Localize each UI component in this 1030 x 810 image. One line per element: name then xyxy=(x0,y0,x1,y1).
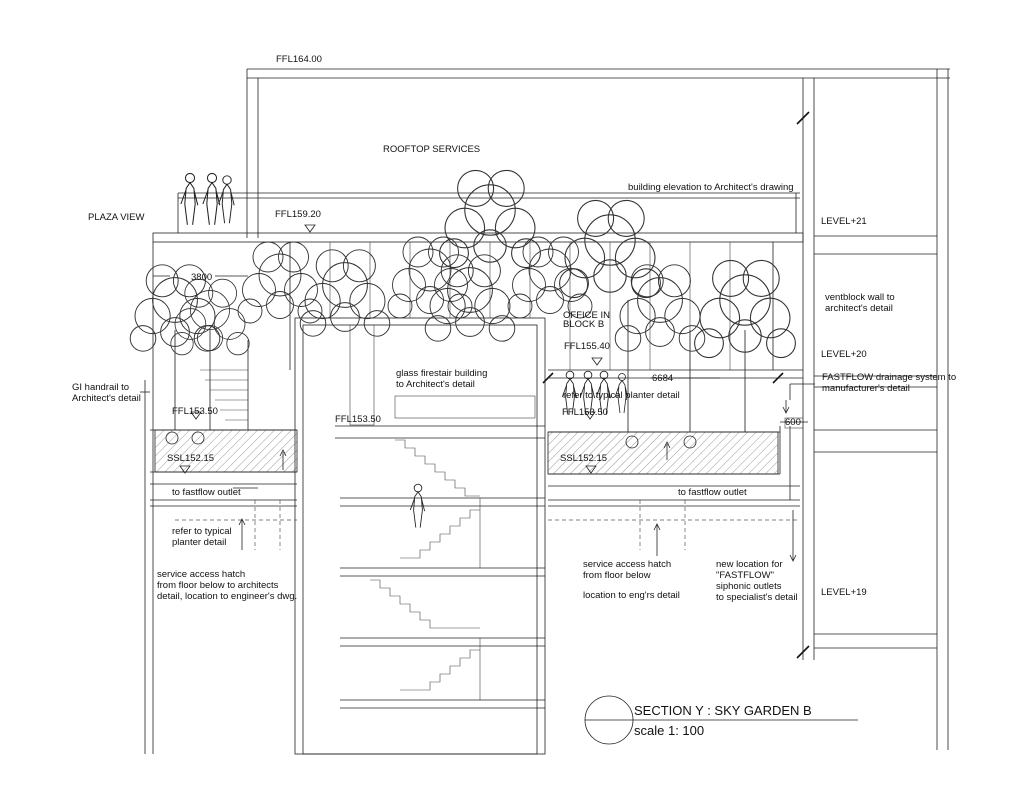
label-level-20: LEVEL+20 xyxy=(821,349,867,360)
label-new-loc-3: siphonic outlets xyxy=(716,581,782,592)
label-ffl-153-right: FFL153.50 xyxy=(562,407,608,418)
label-ventblock-2: architect's detail xyxy=(825,303,893,314)
building-structure xyxy=(246,68,950,750)
label-fastflow-2: manufacturer's detail xyxy=(822,383,910,394)
label-gi-1: GI handrail to xyxy=(72,382,129,393)
label-plaza-view: PLAZA VIEW xyxy=(88,212,145,223)
label-ssl-right: SSL152.15 xyxy=(560,453,607,464)
label-hatch-right-3: location to eng'rs detail xyxy=(583,590,680,601)
label-gi-2: Architect's detail xyxy=(72,393,141,404)
label-level-19: LEVEL+19 xyxy=(821,587,867,598)
label-level-21: LEVEL+21 xyxy=(821,216,867,227)
stair-core xyxy=(294,317,546,755)
section-title: SECTION Y : SKY GARDEN B xyxy=(634,703,812,718)
title-block: SECTION Y : SKY GARDEN B scale 1: 100 xyxy=(584,695,858,745)
label-building-elevation: building elevation to Architect's drawin… xyxy=(628,182,794,193)
tree-vegetation xyxy=(129,169,796,432)
roof-slab xyxy=(152,192,804,379)
label-ssl-left: SSL152.15 xyxy=(167,453,214,464)
left-planter xyxy=(140,242,298,754)
label-office-1: OFFICE IN xyxy=(563,310,610,321)
label-dim-3800: 3800 xyxy=(191,272,212,283)
label-glass-1: glass firestair building xyxy=(396,368,487,379)
label-ventblock-1: ventblock wall to xyxy=(825,292,895,303)
label-hatch-left-2: from floor below to architects xyxy=(157,580,279,591)
right-planter xyxy=(547,357,804,562)
label-ffl-155: FFL155.40 xyxy=(564,341,610,352)
label-refer-planter-left-1: refer to typical xyxy=(172,526,232,537)
label-hatch-left-3: detail, location to engineer's dwg. xyxy=(157,591,297,602)
section-scale: scale 1: 100 xyxy=(634,723,704,738)
leader-lines xyxy=(153,275,815,423)
label-new-loc-1: new location for xyxy=(716,559,783,570)
label-rooftop-services: ROOFTOP SERVICES xyxy=(383,144,480,155)
label-ffl-153-left: FFL153.50 xyxy=(172,406,218,417)
label-ffl-159: FFL159.20 xyxy=(275,209,321,220)
label-hatch-left-1: service access hatch xyxy=(157,569,245,580)
label-ffl-153-mid: FFL153.50 xyxy=(335,414,381,425)
label-fastflow-1: FASTFLOW drainage system to xyxy=(822,372,956,383)
label-dim-6684: 6684 xyxy=(652,373,673,384)
label-fastflow-outlet-left: to fastflow outlet xyxy=(172,487,241,498)
label-glass-2: to Architect's detail xyxy=(396,379,475,390)
label-hatch-right-2: from floor below xyxy=(583,570,651,581)
annotation-labels: FFL164.00 ROOFTOP SERVICES building elev… xyxy=(72,54,956,603)
label-refer-planter-right: refer to typical planter detail xyxy=(563,390,680,401)
label-ffl-164: FFL164.00 xyxy=(276,54,322,65)
label-dim-600: 600 xyxy=(785,417,801,428)
label-fastflow-outlet-right: to fastflow outlet xyxy=(678,487,747,498)
label-refer-planter-left-2: planter detail xyxy=(172,537,226,548)
label-office-2: BLOCK B xyxy=(563,319,604,330)
label-new-loc-2: "FASTFLOW" xyxy=(716,570,774,581)
label-hatch-right-1: service access hatch xyxy=(583,559,671,570)
label-new-loc-4: to specialist's detail xyxy=(716,592,798,603)
